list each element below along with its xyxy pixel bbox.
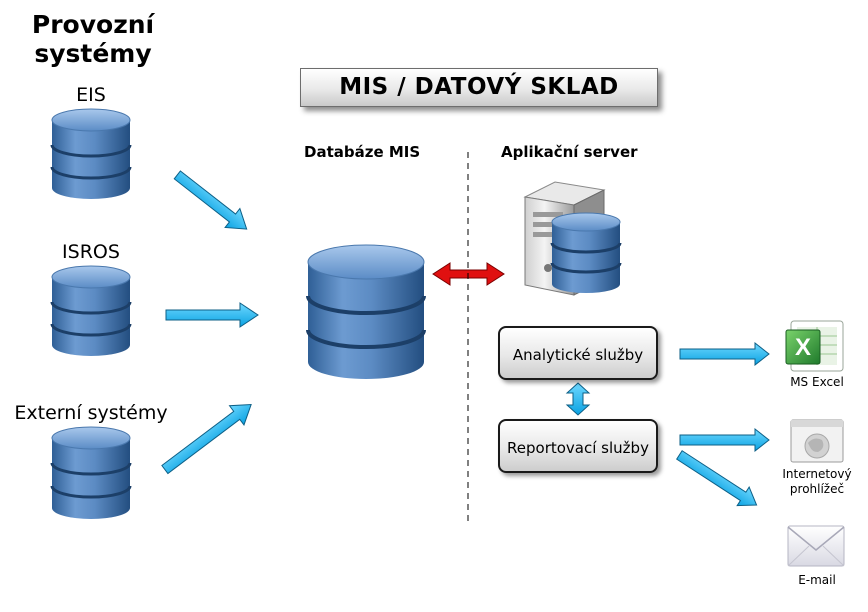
arrow-eis-to-mis (173, 170, 248, 230)
source-label-external: Externí systémy (14, 402, 168, 424)
services-double-arrow (565, 382, 591, 416)
mis-database-icon (306, 244, 426, 379)
browser-icon (790, 419, 844, 463)
svg-text:X: X (795, 334, 811, 361)
source-label-eis: EIS (76, 84, 106, 106)
email-envelope-icon (787, 525, 845, 567)
page-title: MIS / DATOVÝ SKLAD (300, 68, 658, 107)
arrow-reporting-to-browser (679, 427, 770, 453)
app-server-icon (523, 181, 622, 296)
source-label-isros: ISROS (62, 241, 120, 263)
arrow-isros-to-mis (165, 302, 259, 328)
output-label-email: E-mail (798, 573, 836, 587)
excel-icon: X (785, 320, 844, 372)
source-systems-heading: Provozní systémy (31, 10, 155, 68)
external-database-icon (50, 426, 132, 519)
arrow-reporting-to-email (676, 450, 758, 507)
eis-database-icon (50, 108, 132, 199)
reporting-services-box: Reportovací služby (498, 419, 658, 473)
database-column-label: Databáze MIS (304, 143, 421, 161)
analytic-services-box: Analytické služby (498, 326, 658, 380)
output-label-excel: MS Excel (790, 375, 844, 389)
app-server-column-label: Aplikační server (501, 143, 638, 161)
arrow-external-to-mis (161, 403, 252, 475)
output-label-browser: Internetový prohlížeč (782, 467, 852, 496)
isros-database-icon (50, 265, 132, 356)
arrow-analytic-to-excel (679, 341, 770, 367)
